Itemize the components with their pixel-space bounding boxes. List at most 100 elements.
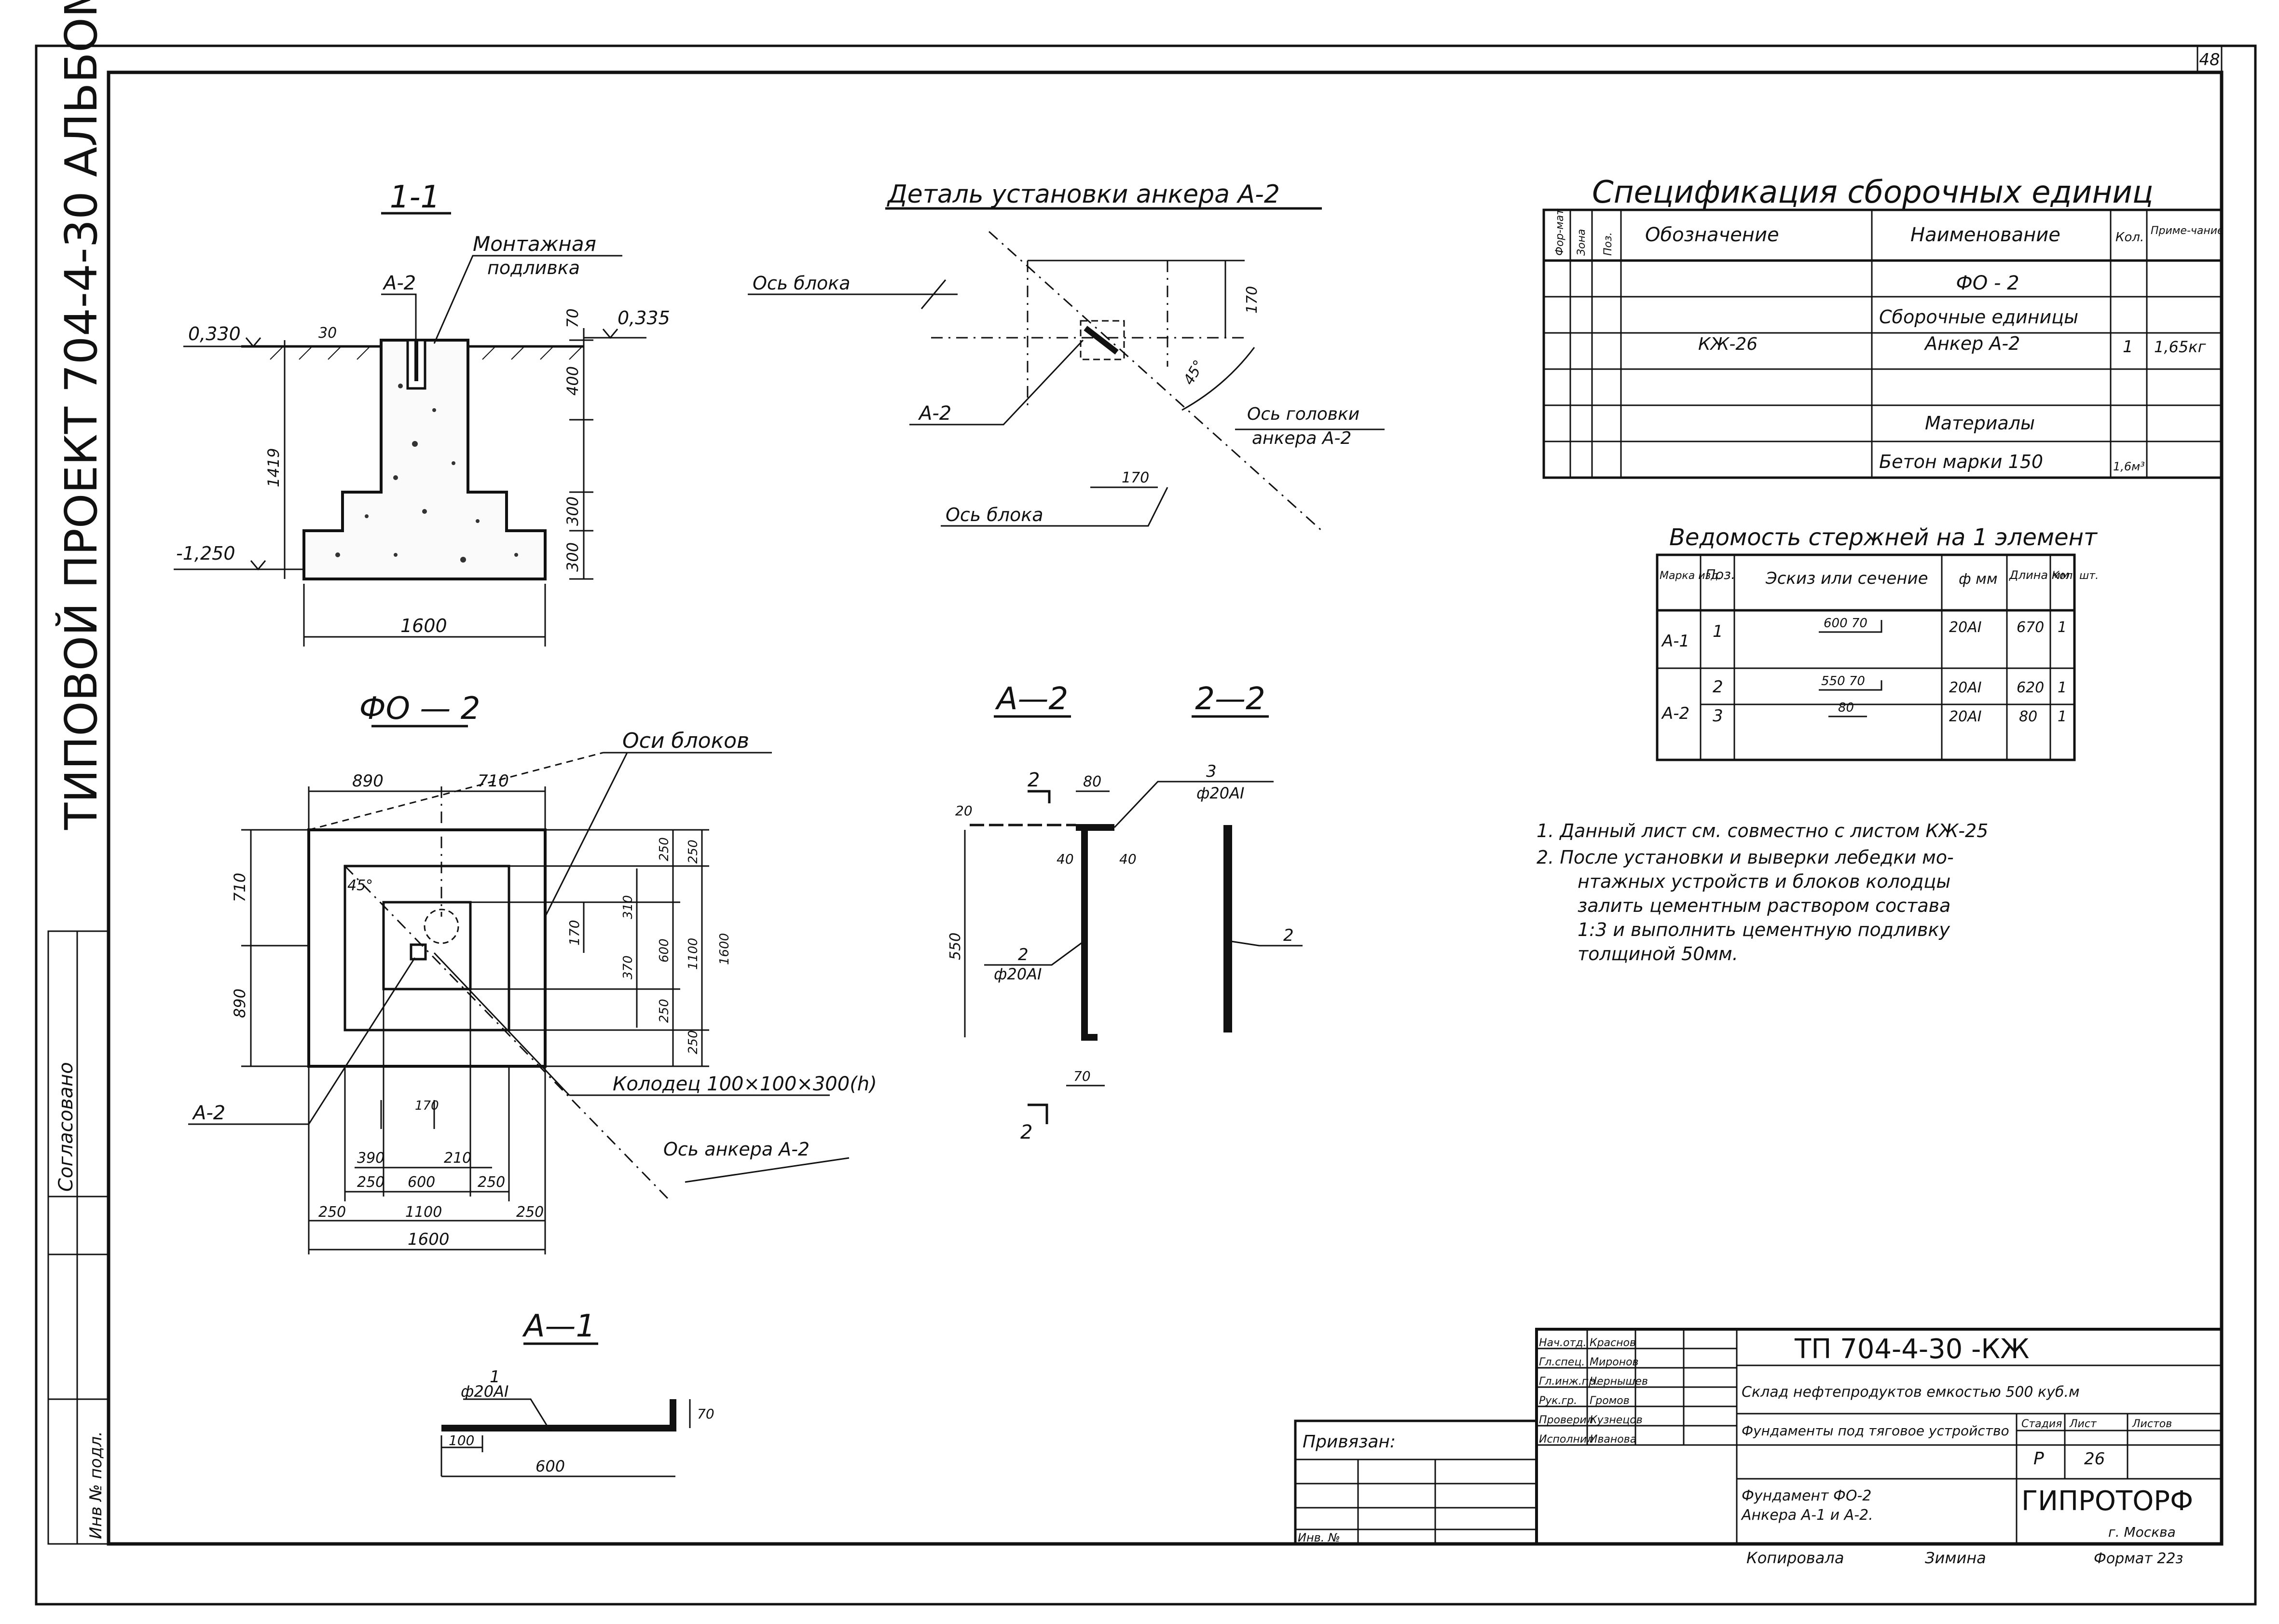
dim-250d: 250 <box>686 1030 700 1054</box>
rods-r0-pos: 1 <box>1713 622 1723 641</box>
label-mount: Монтажная <box>473 232 596 256</box>
tb-stage-hdr: Стадия <box>2021 1418 2062 1430</box>
tb-role-3: Рук.гр. <box>1539 1395 1577 1407</box>
dim-710left: 710 <box>231 873 249 902</box>
side-stamp: Согласовано Инв № подл. <box>47 930 110 1545</box>
note-2-line4: 1:3 и выполнить цементную подливку <box>1578 919 1950 940</box>
rods-r2-sketch: 80 <box>1838 701 1854 715</box>
rods-r0-sketch: 600 70 <box>1824 616 1867 631</box>
spec-h-note: Приме-чание <box>2151 225 2224 237</box>
tb-sheet-name3: Анкера А-1 и А-2. <box>1741 1507 1873 1524</box>
label-anchor-a2: А-2 <box>918 402 951 425</box>
dim-600b: 600 <box>408 1174 435 1191</box>
rods-title: Ведомость стержней на 1 элемент <box>1669 524 2098 551</box>
tb-name-0: Краснов <box>1590 1337 1636 1349</box>
rods-h-mark: Марка изд. <box>1660 570 1721 582</box>
rods-r0-length: 670 <box>2017 619 2044 636</box>
foundation-section <box>302 339 547 580</box>
tb-role-5: Исполнил <box>1539 1433 1593 1445</box>
dim-600: 600 <box>657 938 672 963</box>
rods-r1-dia: 20АI <box>1949 679 1982 696</box>
tb-sheet-name1: Фундаменты под тяговое устройство <box>1742 1423 2009 1439</box>
rods-r1-mark: А-2 <box>1661 704 1689 723</box>
outer-frame <box>35 44 2257 1606</box>
dim-550: 550 <box>947 933 964 960</box>
spec-r2-note: 1,65кг <box>2154 338 2206 356</box>
rods-h-qty: Кол. шт. <box>2052 570 2099 582</box>
dim-70: 70 <box>563 308 582 328</box>
a1-dim-100: 100 <box>449 1432 474 1448</box>
spec-h-zone: Зона <box>1576 229 1588 256</box>
label-pos2: 2 <box>1018 945 1029 964</box>
rods-r2-pos: 3 <box>1713 706 1723 726</box>
tb-copied: Копировала <box>1746 1549 1844 1567</box>
tb-inv: Инв. № <box>1298 1531 1340 1544</box>
spec-h-pos: Поз. <box>1602 232 1614 256</box>
dim-170-bottom: 170 <box>415 1099 439 1113</box>
page-number: 48 <box>2199 50 2220 69</box>
inner-frame <box>107 70 2224 1546</box>
tb-name-3: Громов <box>1590 1395 1630 1407</box>
dim-710top: 710 <box>478 771 509 791</box>
label-axis-anchor: Ось анкера А-2 <box>663 1139 810 1160</box>
label-pos2b: 2 <box>1283 926 1294 945</box>
detail-a2: А—2 2—2 2 20 80 40 40 550 70 2 2 ф20АI 3… <box>947 681 1303 1143</box>
spec-h-qty: Кол. <box>2115 230 2144 245</box>
section-2-2-title: 2—2 <box>1195 681 1265 717</box>
tb-name-5: Иванова <box>1590 1433 1636 1445</box>
plan-middle <box>343 865 510 1032</box>
dim-250b: 250 <box>657 999 672 1023</box>
dim-250g: 250 <box>318 1204 346 1221</box>
dim-170-plan: 170 <box>566 920 582 946</box>
dim-250a: 250 <box>657 837 672 861</box>
rods-h-dia: ф мм <box>1959 571 1997 588</box>
tb-sheets-hdr: Листов <box>2132 1418 2172 1430</box>
spec-table: Спецификация сборочных единиц Фор-мат Зо… <box>1542 175 2224 479</box>
rods-h-pos: Поз. <box>1705 566 1735 582</box>
tb-name-2: Чернышев <box>1590 1376 1648 1388</box>
a1-dim-70: 70 <box>697 1406 714 1422</box>
spec-r2-designation: КЖ-26 <box>1698 334 1757 354</box>
spec-title: Спецификация сборочных единиц <box>1592 175 2153 210</box>
label-mount2: подливка <box>487 257 580 278</box>
tb-role-1: Гл.спец. <box>1539 1356 1585 1368</box>
spec-r4-name: Материалы <box>1925 413 2035 434</box>
plan-title: ФО — 2 <box>359 691 481 727</box>
dim-1600: 1600 <box>408 1230 450 1249</box>
rods-r2-qty: 1 <box>2058 708 2067 725</box>
dim-1419: 1419 <box>264 448 283 487</box>
dim-width: 1600 <box>400 615 447 636</box>
rods-h-sketch: Эскиз или сечение <box>1765 569 1928 588</box>
dim-300a: 300 <box>563 496 582 526</box>
label-rod: ф20АI <box>994 965 1042 983</box>
spec-r5-name: Бетон марки 150 <box>1879 451 2043 472</box>
section-1-1: 1-1 Монтажная подливка А-2 0,330 <box>174 179 670 647</box>
label-axis-block: Ось блока <box>753 273 851 294</box>
dim-390: 390 <box>357 1150 384 1167</box>
a1-rod: ф20АI <box>461 1382 508 1401</box>
label-axes: Оси блоков <box>622 729 749 753</box>
label-a2: А-2 <box>382 272 416 294</box>
anchor-detail: Деталь установки анкера А-2 170 45° Ось … <box>748 180 1385 532</box>
tb-stage: Р <box>2033 1449 2044 1469</box>
tb-name-4: Кузнецов <box>1590 1414 1643 1426</box>
dim-370: 370 <box>621 955 635 979</box>
rods-table: Ведомость стержней на 1 элемент Марка из… <box>1656 524 2099 761</box>
label-axis-head2: анкера А-2 <box>1252 428 1351 448</box>
tb-role-4: Проверил <box>1539 1414 1593 1426</box>
dim-70-a2: 70 <box>1073 1068 1091 1084</box>
dim-890left: 890 <box>231 989 249 1018</box>
plan-fo2: ФО — 2 Оси блоков 45° Колодец 100×100×30… <box>188 691 877 1254</box>
note-2-line2: нтажных устройств и блоков колодцы <box>1578 871 1950 892</box>
anchor-detail-title: Деталь установки анкера А-2 <box>887 180 1280 209</box>
tb-org: ГИПРОТОРФ <box>2021 1486 2193 1517</box>
level-left-top: 0,330 <box>188 323 241 344</box>
label-axis-block2: Ось блока <box>946 504 1043 525</box>
dim-250e: 250 <box>357 1174 384 1191</box>
tb-sheet: 26 <box>2084 1449 2105 1469</box>
note-2-line3: залить цементным раствором состава <box>1578 895 1950 916</box>
spec-r0-name: ФО - 2 <box>1956 272 2019 294</box>
tb-role-2: Гл.инж.пр. <box>1539 1376 1599 1388</box>
dim-1100v: 1100 <box>686 938 700 970</box>
